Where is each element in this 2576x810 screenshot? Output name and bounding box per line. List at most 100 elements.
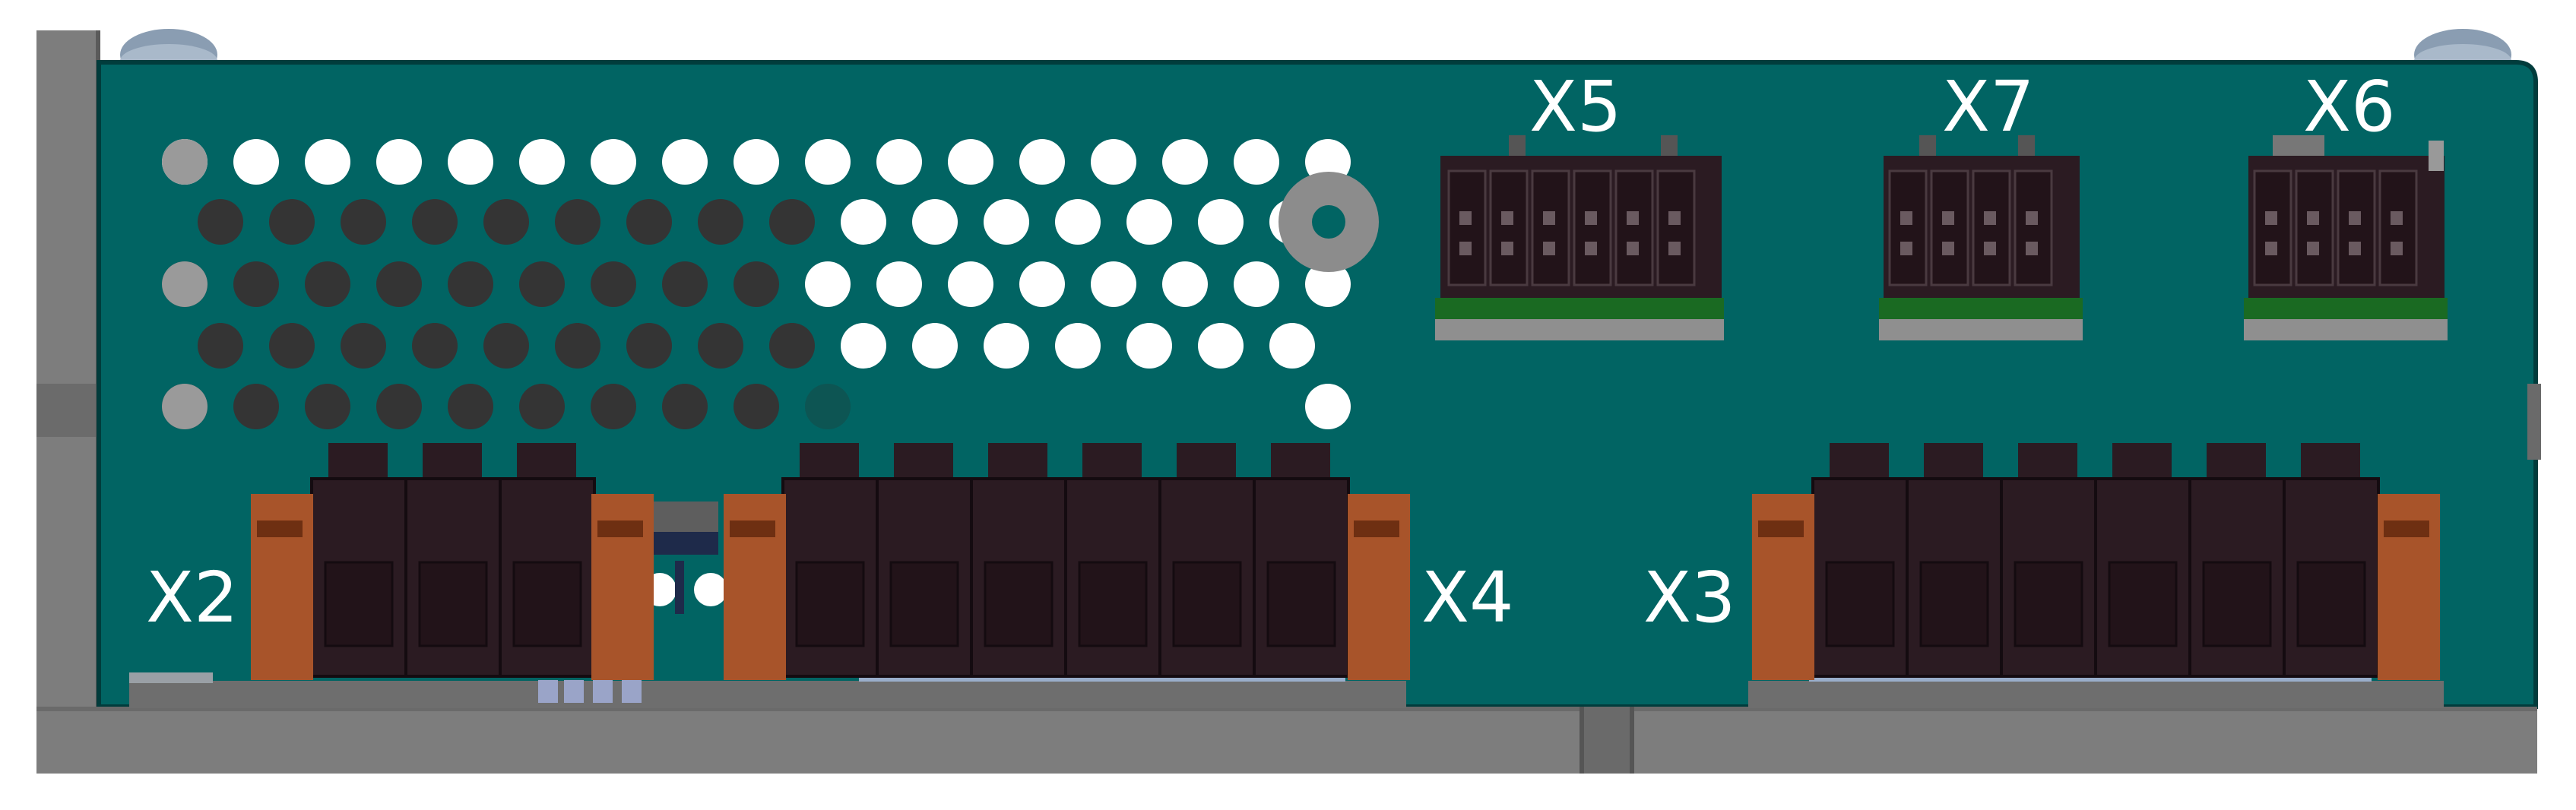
vent-hole xyxy=(376,261,422,307)
terminal-wire-entry xyxy=(889,561,959,647)
vent-hole xyxy=(1269,323,1315,369)
header-pin xyxy=(1984,242,1996,255)
vent-hole xyxy=(305,261,350,307)
vent-hole xyxy=(448,384,493,429)
terminal-copper-slot xyxy=(2384,520,2429,537)
header-connector-x7 xyxy=(1879,135,2083,340)
vent-hole xyxy=(591,261,636,307)
vent-hole xyxy=(555,199,600,245)
vent-hole xyxy=(448,139,493,185)
vent-hole xyxy=(1234,261,1279,307)
header-pin xyxy=(2265,242,2277,255)
vent-hole xyxy=(519,139,565,185)
vent-hole xyxy=(341,199,386,245)
header-pin xyxy=(1585,211,1597,225)
vent-hole xyxy=(841,199,886,245)
label-x7: X7 xyxy=(1942,66,2035,147)
vent-hole xyxy=(1162,261,1208,307)
vent-hole xyxy=(376,139,422,185)
vent-hole xyxy=(662,261,708,307)
terminal-wire-entry xyxy=(1919,561,1989,647)
right-edge-nub xyxy=(2527,384,2541,460)
terminal-wire-entry xyxy=(2108,561,2178,647)
vent-hole xyxy=(1305,261,1351,307)
header-cell xyxy=(1489,169,1529,286)
terminal-copper-slot xyxy=(597,520,643,537)
vent-hole xyxy=(1198,199,1244,245)
header-pin xyxy=(2349,242,2361,255)
vent-hole xyxy=(1019,139,1065,185)
header-pins-x7 xyxy=(1888,169,2053,286)
header-connector-x5 xyxy=(1435,135,1724,340)
header-cell xyxy=(1573,169,1612,286)
vent-hole xyxy=(698,323,743,369)
label-x2: X2 xyxy=(146,557,239,638)
terminal-wire-entry xyxy=(795,561,865,647)
vent-hole xyxy=(1162,139,1208,185)
vent-hole xyxy=(734,384,779,429)
vent-hole xyxy=(626,323,672,369)
vent-hole xyxy=(269,199,315,245)
vent-hole xyxy=(698,199,743,245)
vent-hole xyxy=(448,261,493,307)
header-pin xyxy=(1627,242,1639,255)
header-pin xyxy=(1942,242,1954,255)
header-pin xyxy=(1942,211,1954,225)
vent-hole xyxy=(912,199,958,245)
vent-hole xyxy=(805,139,851,185)
header-pin xyxy=(2349,211,2361,225)
header-pin xyxy=(1459,242,1472,255)
header-pin xyxy=(1668,211,1681,225)
vent-hole xyxy=(412,323,458,369)
terminal-block-x2 xyxy=(251,443,654,680)
vent-hole xyxy=(1091,139,1136,185)
header-cell xyxy=(1614,169,1654,286)
vent-hole xyxy=(841,323,886,369)
header-cell xyxy=(1972,169,2011,286)
vent-hole xyxy=(1126,323,1172,369)
vent-hole xyxy=(233,384,279,429)
header-pin xyxy=(1543,211,1555,225)
vent-hole xyxy=(734,139,779,185)
terminal-wire-entry xyxy=(984,561,1054,647)
vent-hole xyxy=(626,199,672,245)
vent-hole xyxy=(483,323,529,369)
vent-hole xyxy=(1055,323,1101,369)
vent-hole xyxy=(233,139,279,185)
header-cell xyxy=(1888,169,1928,286)
vent-hole xyxy=(769,199,815,245)
vent-hole xyxy=(1126,199,1172,245)
vent-hole xyxy=(1019,261,1065,307)
vent-hole xyxy=(948,139,993,185)
vent-hole-edge xyxy=(162,384,208,429)
vent-hole xyxy=(519,384,565,429)
terminal-wire-entry xyxy=(1266,561,1336,647)
header-pin xyxy=(2391,242,2403,255)
vent-hole xyxy=(483,199,529,245)
label-x3: X3 xyxy=(1643,557,1736,638)
header-pin xyxy=(2265,211,2277,225)
label-x4: X4 xyxy=(1421,557,1514,638)
header-connector-x6 xyxy=(2244,135,2448,340)
terminal-wire-entry xyxy=(2014,561,2083,647)
vent-hole xyxy=(198,199,243,245)
header-pin xyxy=(1900,211,1912,225)
vent-hole xyxy=(341,323,386,369)
header-cell xyxy=(2295,169,2334,286)
header-cell xyxy=(2337,169,2376,286)
vent-hole xyxy=(305,139,350,185)
header-pin xyxy=(1900,242,1912,255)
terminal-block-x4 xyxy=(724,443,1410,680)
vent-hole xyxy=(1091,261,1136,307)
chassis-base-rail xyxy=(36,707,2537,774)
header-pins-x6 xyxy=(2253,169,2418,286)
vent-hole-edge xyxy=(162,139,208,185)
vent-hole xyxy=(948,261,993,307)
terminal-copper-slot xyxy=(257,520,303,537)
vent-hole xyxy=(984,199,1029,245)
header-cell xyxy=(1531,169,1570,286)
vent-hole xyxy=(984,323,1029,369)
terminal-copper-slot xyxy=(730,520,775,537)
bottom-contact-strip xyxy=(129,672,2444,708)
header-pin xyxy=(1668,242,1681,255)
